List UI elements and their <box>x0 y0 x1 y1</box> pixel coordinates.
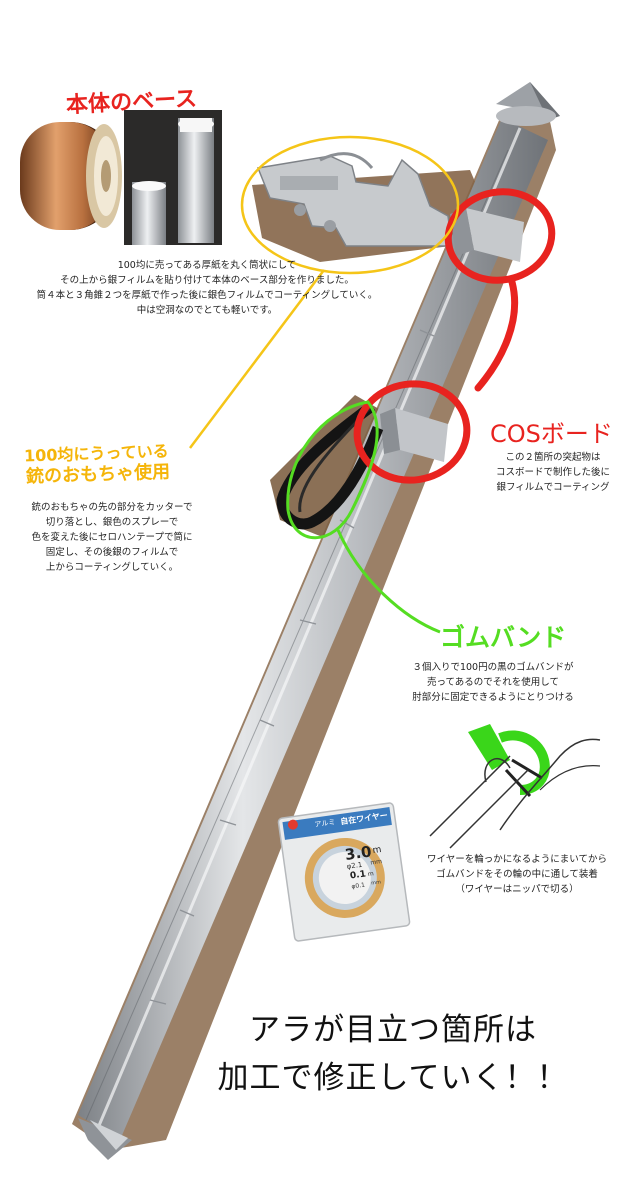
base-description: 100均に売ってある厚紙を丸く筒状にして その上から銀フィルムを貼り付けて本体の… <box>36 260 378 316</box>
wire-description: ワイヤーを輪っかになるようにまいてから ゴムバンドをその輪の中に通して装着 （ワ… <box>427 854 607 895</box>
silver-paper-tubes-icon <box>124 110 222 245</box>
cos-description: この２箇所の突起物は コスボードで制作した後に 銀フィルムでコーティング <box>495 452 610 493</box>
green-highlight <box>286 400 441 634</box>
band-title: ゴムバンド <box>440 623 567 652</box>
gun-title-line2: 銃のおもちゃ使用 <box>25 461 171 488</box>
package-thin-unit: m <box>367 870 375 879</box>
cos-title: COSボード <box>490 420 613 448</box>
band-description: ３個入りで100円の黒のゴムバンドが 売ってあるのでそれを使用して 肘部分に固定… <box>412 662 574 703</box>
silver-pole <box>78 118 548 1140</box>
bottom-caption: アラが目立つ箇所は 加工で修正していく！！ <box>217 1012 569 1096</box>
base-title: 本体のベース <box>65 86 198 119</box>
wire-loop-sketch-icon <box>429 724 601 849</box>
red-highlight-circles <box>353 188 556 484</box>
bottom-cone <box>78 1118 132 1160</box>
top-cone <box>496 82 560 126</box>
package-size-unit: m <box>372 844 383 857</box>
toy-gun-part <box>256 152 453 247</box>
yellow-highlight <box>189 135 460 449</box>
gun-description: 銃のおもちゃの先の部分をカッターで 切り落とし、銀色のスプレーで 色を変えた後に… <box>31 502 193 573</box>
copper-tape-roll-icon <box>20 122 122 230</box>
cos-board-protrusion-bottom <box>380 408 448 462</box>
aluminum-wire-package-icon[interactable] <box>277 802 411 942</box>
